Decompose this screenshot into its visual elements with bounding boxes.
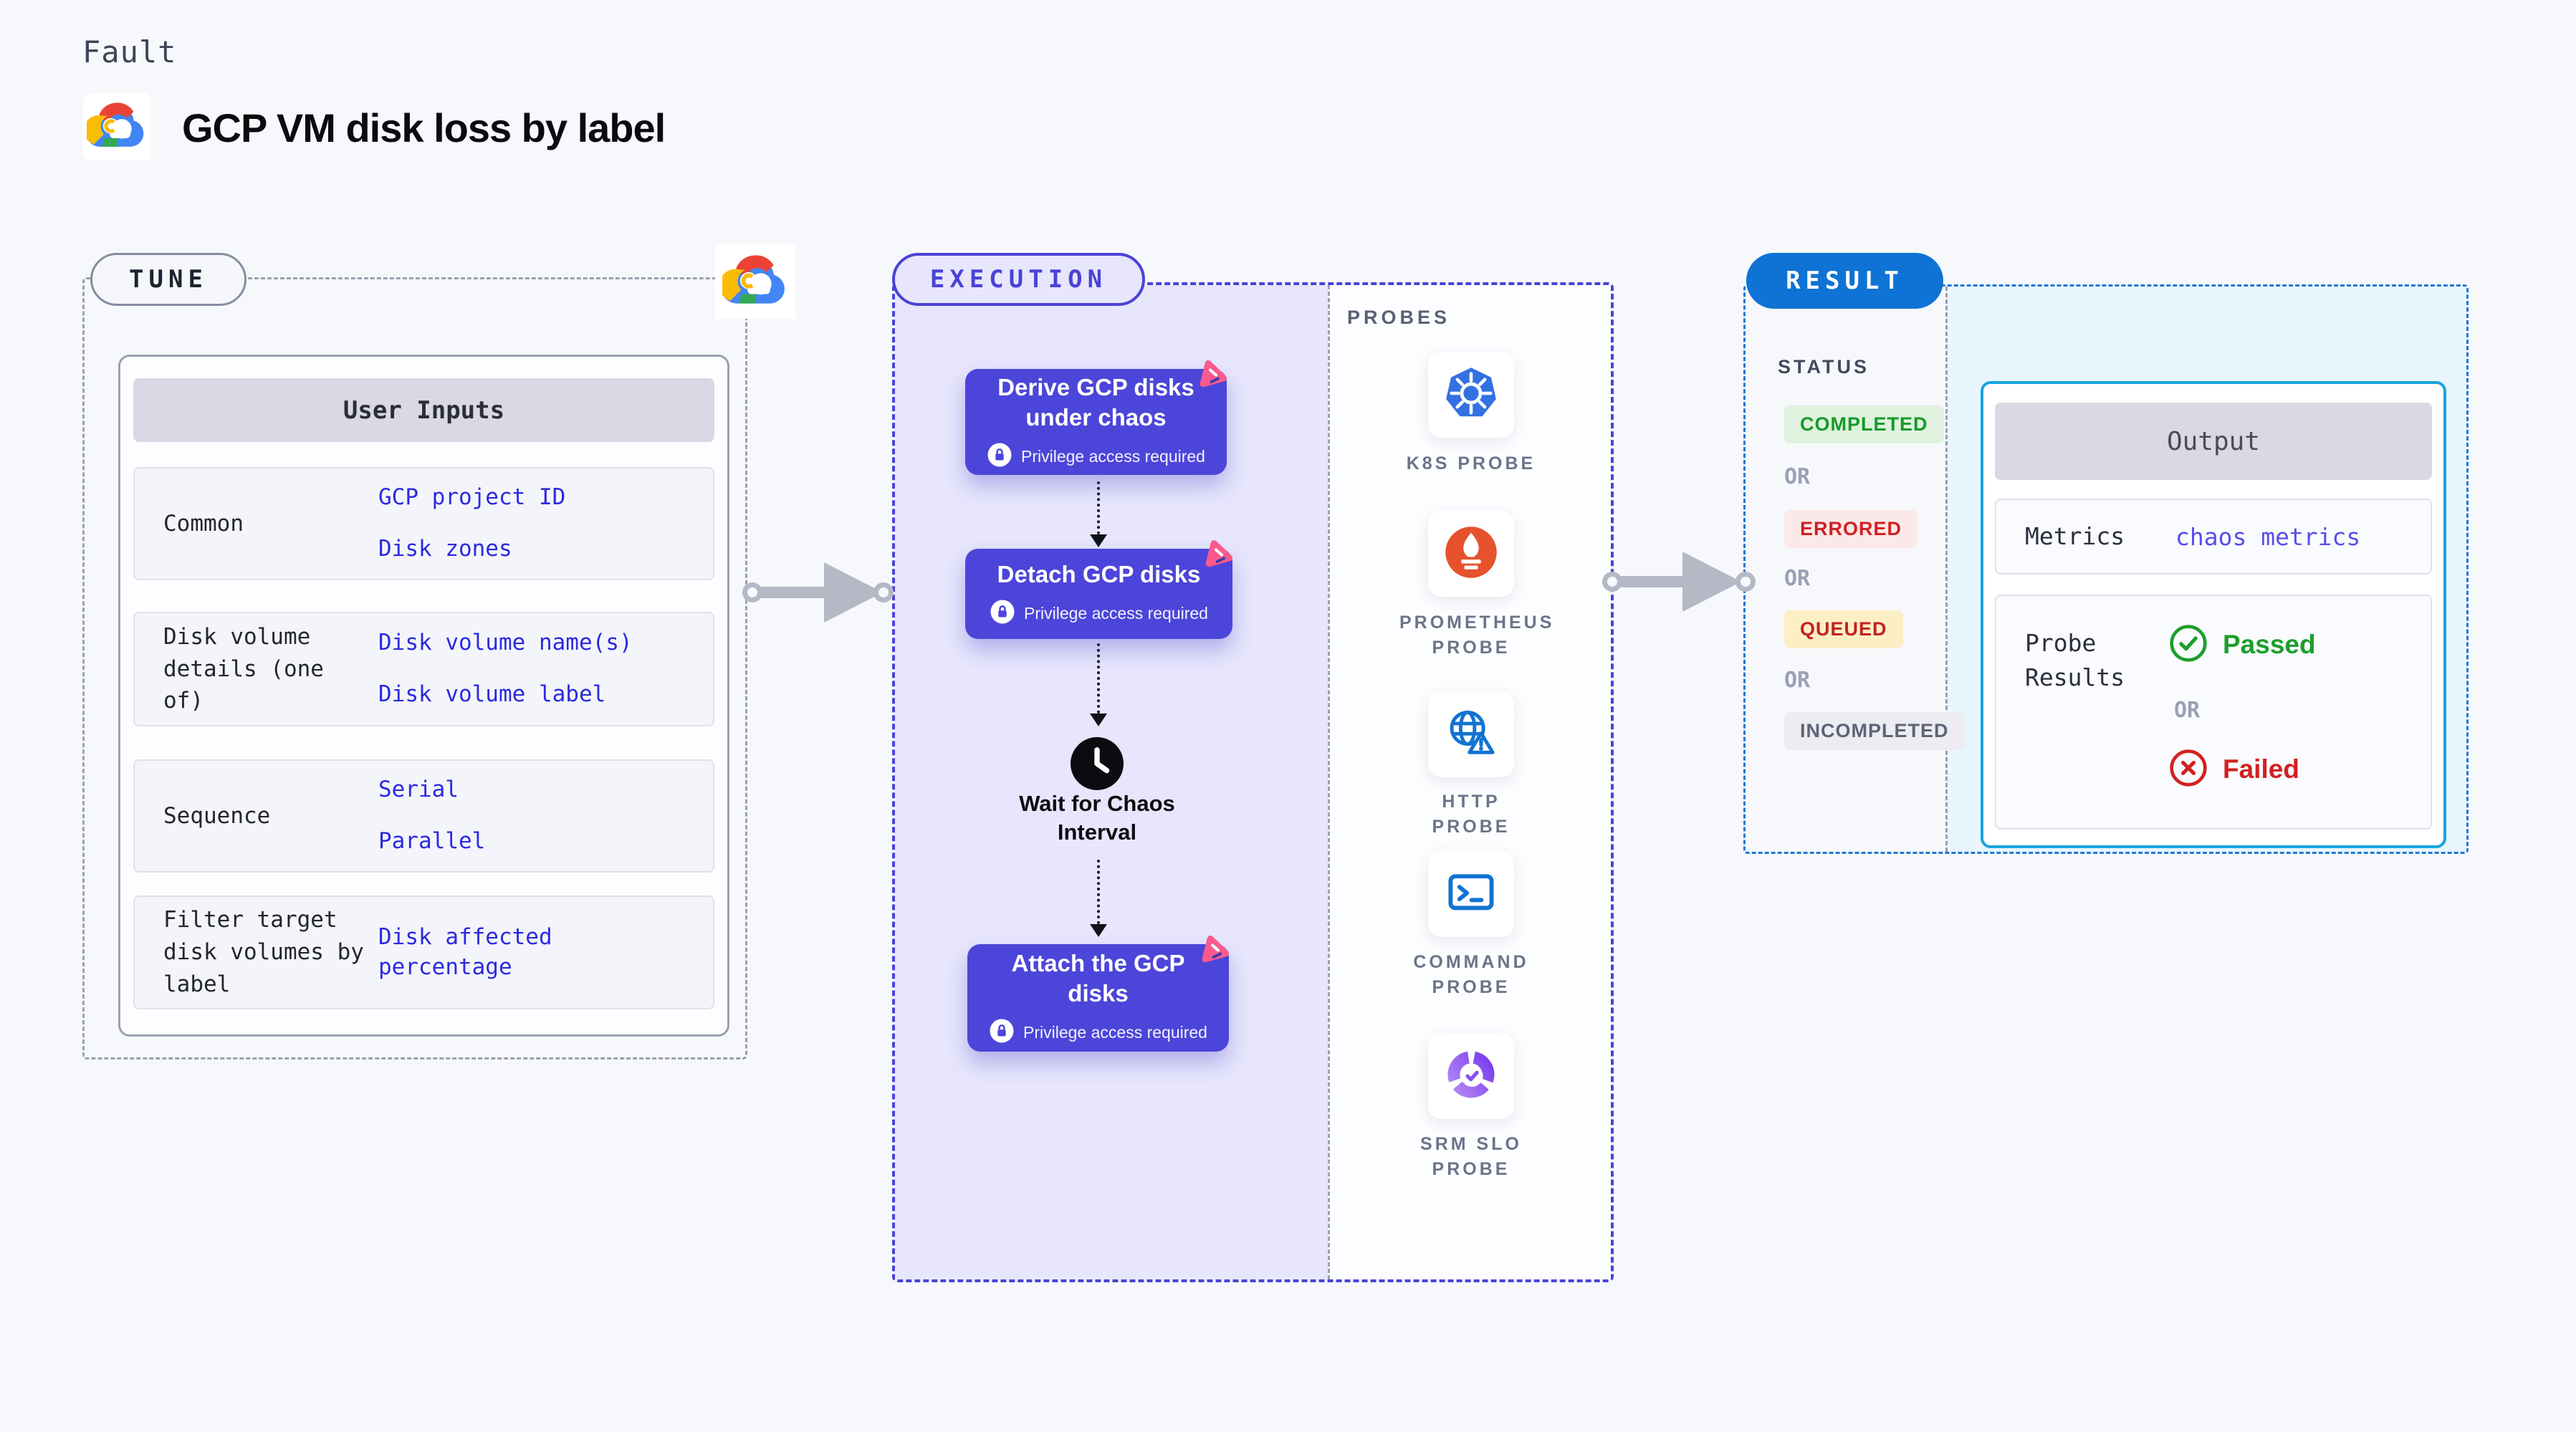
privilege-row: Privilege access required — [989, 1018, 1207, 1047]
terminal-icon — [1443, 865, 1499, 924]
privilege-label: Privilege access required — [1024, 604, 1208, 623]
user-inputs-row-disk-volume-details: Disk volume details (one of) Disk volume… — [133, 612, 714, 726]
execution-pill: EXECUTION — [892, 253, 1145, 306]
probe-card-command — [1428, 851, 1514, 937]
probe-results-row: Probe Results Passed OR — [1995, 595, 2432, 830]
tune-section-box — [82, 277, 747, 1059]
probe-card-k8s — [1428, 352, 1514, 438]
step-title: Detach GCP disks — [997, 560, 1201, 587]
execution-to-result-arrow — [1612, 576, 1687, 587]
user-inputs-row-sequence: Sequence Serial Parallel — [133, 759, 714, 873]
link-disk-zones[interactable]: Disk zones — [378, 536, 512, 562]
flow-arrow-head — [1090, 924, 1107, 937]
arrow-start-ring — [742, 582, 762, 602]
metrics-row: Metrics chaos metrics — [1995, 499, 2432, 575]
arrow-head — [1682, 552, 1741, 612]
wait-for-chaos-interval-label: Wait for Chaos Interval — [1019, 791, 1175, 845]
user-inputs-row-filter-by-label: Filter target disk volumes by label Disk… — [133, 895, 714, 1009]
passed-label: Passed — [2223, 630, 2316, 659]
lock-icon — [987, 442, 1012, 471]
status-badge-completed: COMPLETED — [1784, 405, 1944, 443]
probe-card-srm-slo — [1428, 1033, 1514, 1119]
row-label: Disk volume details (one of) — [163, 623, 324, 714]
step-derive-gcp-disks: Derive GCP disks under chaos Privilege a… — [965, 360, 1227, 475]
page-title: GCP VM disk loss by label — [182, 105, 666, 150]
row-label: Filter target disk volumes by label — [163, 907, 364, 997]
or-separator: OR — [1784, 668, 1811, 693]
link-chaos-metrics[interactable]: chaos metrics — [2175, 522, 2361, 551]
link-disk-volume-names[interactable]: Disk volume name(s) — [378, 630, 633, 656]
or-separator: OR — [1784, 464, 1811, 489]
gcp-logo-tile — [83, 93, 150, 160]
step-title: Attach the GCP disks — [1011, 950, 1185, 1006]
tune-gcp-corner-tile — [715, 244, 795, 319]
or-separator: OR — [1784, 566, 1811, 591]
probe-label-http: HTTP PROBE — [1432, 792, 1510, 837]
probe-label-k8s: K8S PROBE — [1406, 453, 1536, 474]
lock-icon — [990, 599, 1015, 628]
result-pill: RESULT — [1746, 253, 1943, 309]
probes-title: PROBES — [1347, 307, 1451, 328]
link-parallel[interactable]: Parallel — [378, 828, 486, 854]
flow-connector — [1097, 481, 1100, 534]
gcp-cloud-icon — [719, 254, 788, 310]
row-label: Common — [163, 510, 244, 537]
flow-arrow-head — [1090, 534, 1107, 547]
privilege-row: Privilege access required — [990, 599, 1208, 628]
chaos-fault-icon — [1196, 930, 1239, 973]
prometheus-icon — [1443, 524, 1499, 584]
probe-card-prometheus — [1428, 511, 1514, 597]
step-title: Derive GCP disks under chaos — [997, 374, 1194, 431]
step-attach-gcp-disks: Attach the GCP disks Privilege access re… — [967, 936, 1229, 1052]
x-circle-icon — [2168, 748, 2208, 791]
arrow-start-ring — [1602, 572, 1622, 592]
arrow-end-ring — [1735, 572, 1756, 592]
lock-icon — [989, 1018, 1015, 1047]
probe-result-passed: Passed — [2168, 623, 2316, 666]
arrow-end-ring — [873, 582, 894, 602]
flow-connector — [1097, 860, 1100, 924]
user-inputs-card: User Inputs Common GCP project ID Disk z… — [118, 355, 729, 1037]
flow-connector — [1097, 643, 1100, 713]
status-badge-incompleted: INCOMPLETED — [1784, 712, 1965, 750]
privilege-row: Privilege access required — [987, 442, 1205, 471]
slo-gauge-check-icon — [1443, 1047, 1499, 1106]
chaos-fault-icon — [1200, 534, 1242, 577]
user-inputs-header: User Inputs — [133, 378, 714, 442]
status-badge-queued: QUEUED — [1784, 610, 1903, 648]
privilege-label: Privilege access required — [1021, 446, 1205, 466]
probe-card-http — [1428, 691, 1514, 777]
failed-label: Failed — [2223, 754, 2299, 784]
probe-label-prometheus: PROMETHEUS PROBE — [1399, 612, 1555, 658]
tune-to-execution-arrow — [752, 587, 831, 598]
probe-label-srm-slo: SRM SLO PROBE — [1420, 1134, 1522, 1179]
link-serial[interactable]: Serial — [378, 777, 459, 803]
status-title: STATUS — [1778, 356, 1869, 378]
probe-result-failed: Failed — [2168, 748, 2299, 791]
probe-label-command: COMMAND PROBE — [1413, 952, 1529, 997]
or-separator: OR — [2174, 698, 2201, 723]
output-card: Output Metrics chaos metrics Probe Resul… — [1981, 381, 2446, 848]
check-circle-icon — [2168, 623, 2208, 666]
link-gcp-project-id[interactable]: GCP project ID — [378, 484, 566, 511]
privilege-label: Privilege access required — [1023, 1022, 1207, 1042]
link-disk-volume-label[interactable]: Disk volume label — [378, 681, 606, 707]
arrow-head — [824, 562, 883, 623]
tune-pill: TUNE — [90, 253, 246, 306]
user-inputs-row-common: Common GCP project ID Disk zones — [133, 467, 714, 580]
gcp-cloud-icon — [83, 101, 147, 153]
metrics-label: Metrics — [2025, 522, 2125, 551]
wait-clock-icon — [1071, 737, 1124, 790]
probe-results-label: Probe Results — [2025, 629, 2125, 691]
output-header: Output — [1995, 403, 2432, 480]
http-globe-warning-icon — [1443, 705, 1499, 764]
fault-eyebrow: Fault — [82, 34, 177, 69]
kubernetes-icon — [1443, 365, 1499, 425]
flow-arrow-head — [1090, 713, 1107, 726]
row-label: Sequence — [163, 802, 271, 829]
status-badge-errored: ERRORED — [1784, 510, 1918, 548]
chaos-fault-icon — [1194, 355, 1237, 398]
step-detach-gcp-disks: Detach GCP disks Privilege access requir… — [965, 540, 1232, 639]
link-disk-affected-percentage[interactable]: Disk affected percentage — [378, 923, 552, 980]
